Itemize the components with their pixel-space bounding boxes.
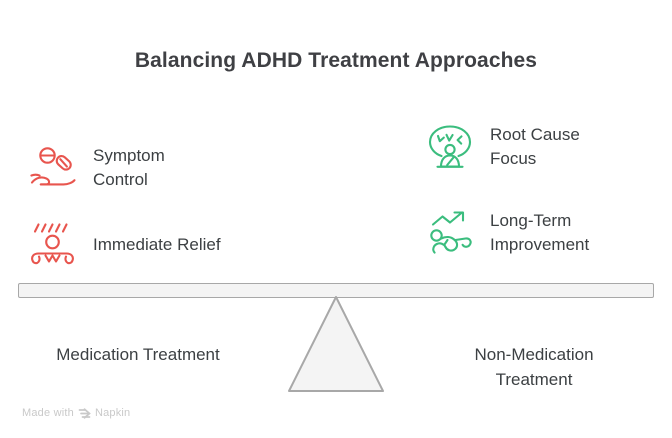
page-title: Balancing ADHD Treatment Approaches	[134, 49, 538, 72]
feature-item-root-cause-focus: Root Cause Focus	[424, 122, 580, 172]
running-person-trend-up-icon	[424, 208, 476, 258]
person-root-cause-thinking-icon	[424, 122, 476, 172]
person-relief-rain-icon	[27, 220, 79, 270]
feature-item-long-term-improvement: Long-Term Improvement	[424, 208, 589, 258]
fulcrum-triangle	[286, 294, 386, 394]
napkin-chevron-logo-icon	[78, 407, 91, 419]
hand-holding-pills-icon	[27, 143, 79, 193]
feature-label: Root Cause Focus	[490, 125, 580, 168]
feature-item-symptom-control: Symptom Control	[27, 143, 165, 193]
side-label-non-medication-treatment: Non-Medication Treatment	[474, 345, 594, 389]
watermark-prefix: Made with	[22, 407, 74, 419]
watermark: Made with Napkin	[22, 407, 130, 419]
feature-item-immediate-relief: Immediate Relief	[27, 220, 221, 270]
feature-label: Symptom Control	[93, 146, 165, 189]
side-label-medication-treatment: Medication Treatment	[56, 345, 220, 364]
watermark-brand: Napkin	[94, 407, 131, 419]
feature-label: Long-Term Improvement	[490, 211, 590, 254]
feature-label: Immediate Relief	[93, 235, 221, 254]
